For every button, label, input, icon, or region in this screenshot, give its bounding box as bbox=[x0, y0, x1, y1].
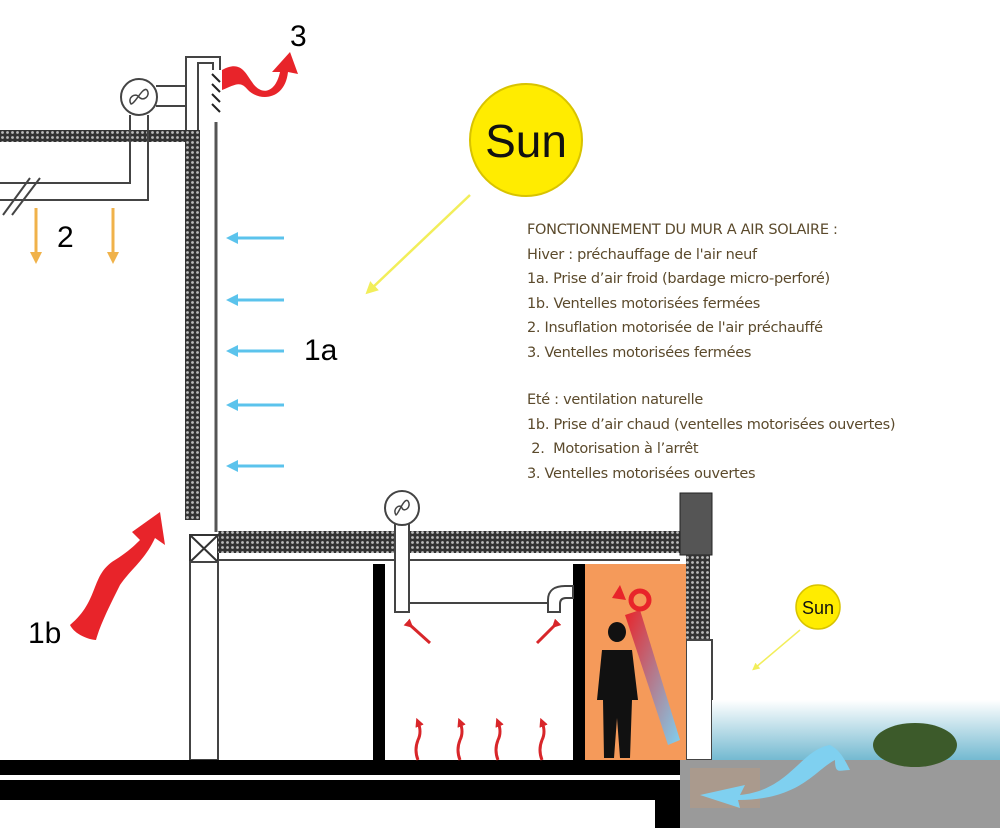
parapet bbox=[679, 492, 713, 556]
legend-item: 3. Ventelles motorisées fermées bbox=[527, 344, 752, 361]
convection-arrow bbox=[625, 610, 680, 745]
label-2: 2 bbox=[57, 221, 74, 254]
upper-roof bbox=[0, 130, 195, 142]
label-1b: 1b bbox=[28, 617, 61, 650]
legend-item: 2. Motorisation à l’arrêt bbox=[527, 441, 699, 457]
person-silhouette-icon bbox=[597, 622, 638, 758]
legend-item: 1b. Ventelles motorisées fermées bbox=[527, 295, 761, 312]
legend-title: FONCTIONNEMENT DU MUR A AIR SOLAIRE : bbox=[527, 222, 838, 238]
sun-ray-arrow bbox=[365, 194, 471, 295]
top-vent-duct bbox=[0, 56, 221, 216]
warm-air-arrow-1b bbox=[70, 512, 165, 640]
bush bbox=[873, 723, 957, 767]
legend-item: 1b. Prise d’air chaud (ventelles motoris… bbox=[527, 416, 896, 433]
warm-air-arrows bbox=[403, 618, 562, 761]
louvres-icon bbox=[211, 73, 221, 113]
legend-item: 2. Insuflation motorisée de l'air précha… bbox=[527, 320, 823, 336]
supply-arrows-2 bbox=[30, 208, 119, 264]
fan-icon bbox=[120, 78, 158, 116]
swirl-icon bbox=[628, 588, 652, 612]
fan-icon-lower bbox=[384, 490, 420, 526]
interior-duct bbox=[394, 523, 574, 613]
insulated-wall bbox=[185, 130, 200, 520]
legend-item: 3. Ventelles motorisées ouvertes bbox=[527, 465, 756, 482]
legend: FONCTIONNEMENT DU MUR A AIR SOLAIRE : Hi… bbox=[527, 218, 896, 486]
summer-heading: Eté : ventilation naturelle bbox=[527, 392, 703, 408]
exhaust-arrow-3 bbox=[222, 52, 298, 97]
label-1a: 1a bbox=[304, 334, 338, 367]
winter-heading: Hiver : préchauffage de l'air neuf bbox=[527, 246, 757, 263]
small-sun-icon: Sun bbox=[795, 584, 841, 630]
cool-air-arrow bbox=[700, 745, 850, 808]
small-sun-label: Sun bbox=[802, 598, 834, 618]
label-3: 3 bbox=[290, 20, 307, 53]
legend-item: 1a. Prise d’air froid (bardage micro-per… bbox=[527, 271, 830, 287]
sun-icon: Sun bbox=[469, 83, 583, 197]
sky bbox=[712, 700, 1000, 762]
cold-air-arrows-1a bbox=[226, 232, 284, 472]
sun-label: Sun bbox=[485, 115, 567, 167]
lower-roof bbox=[218, 531, 680, 553]
